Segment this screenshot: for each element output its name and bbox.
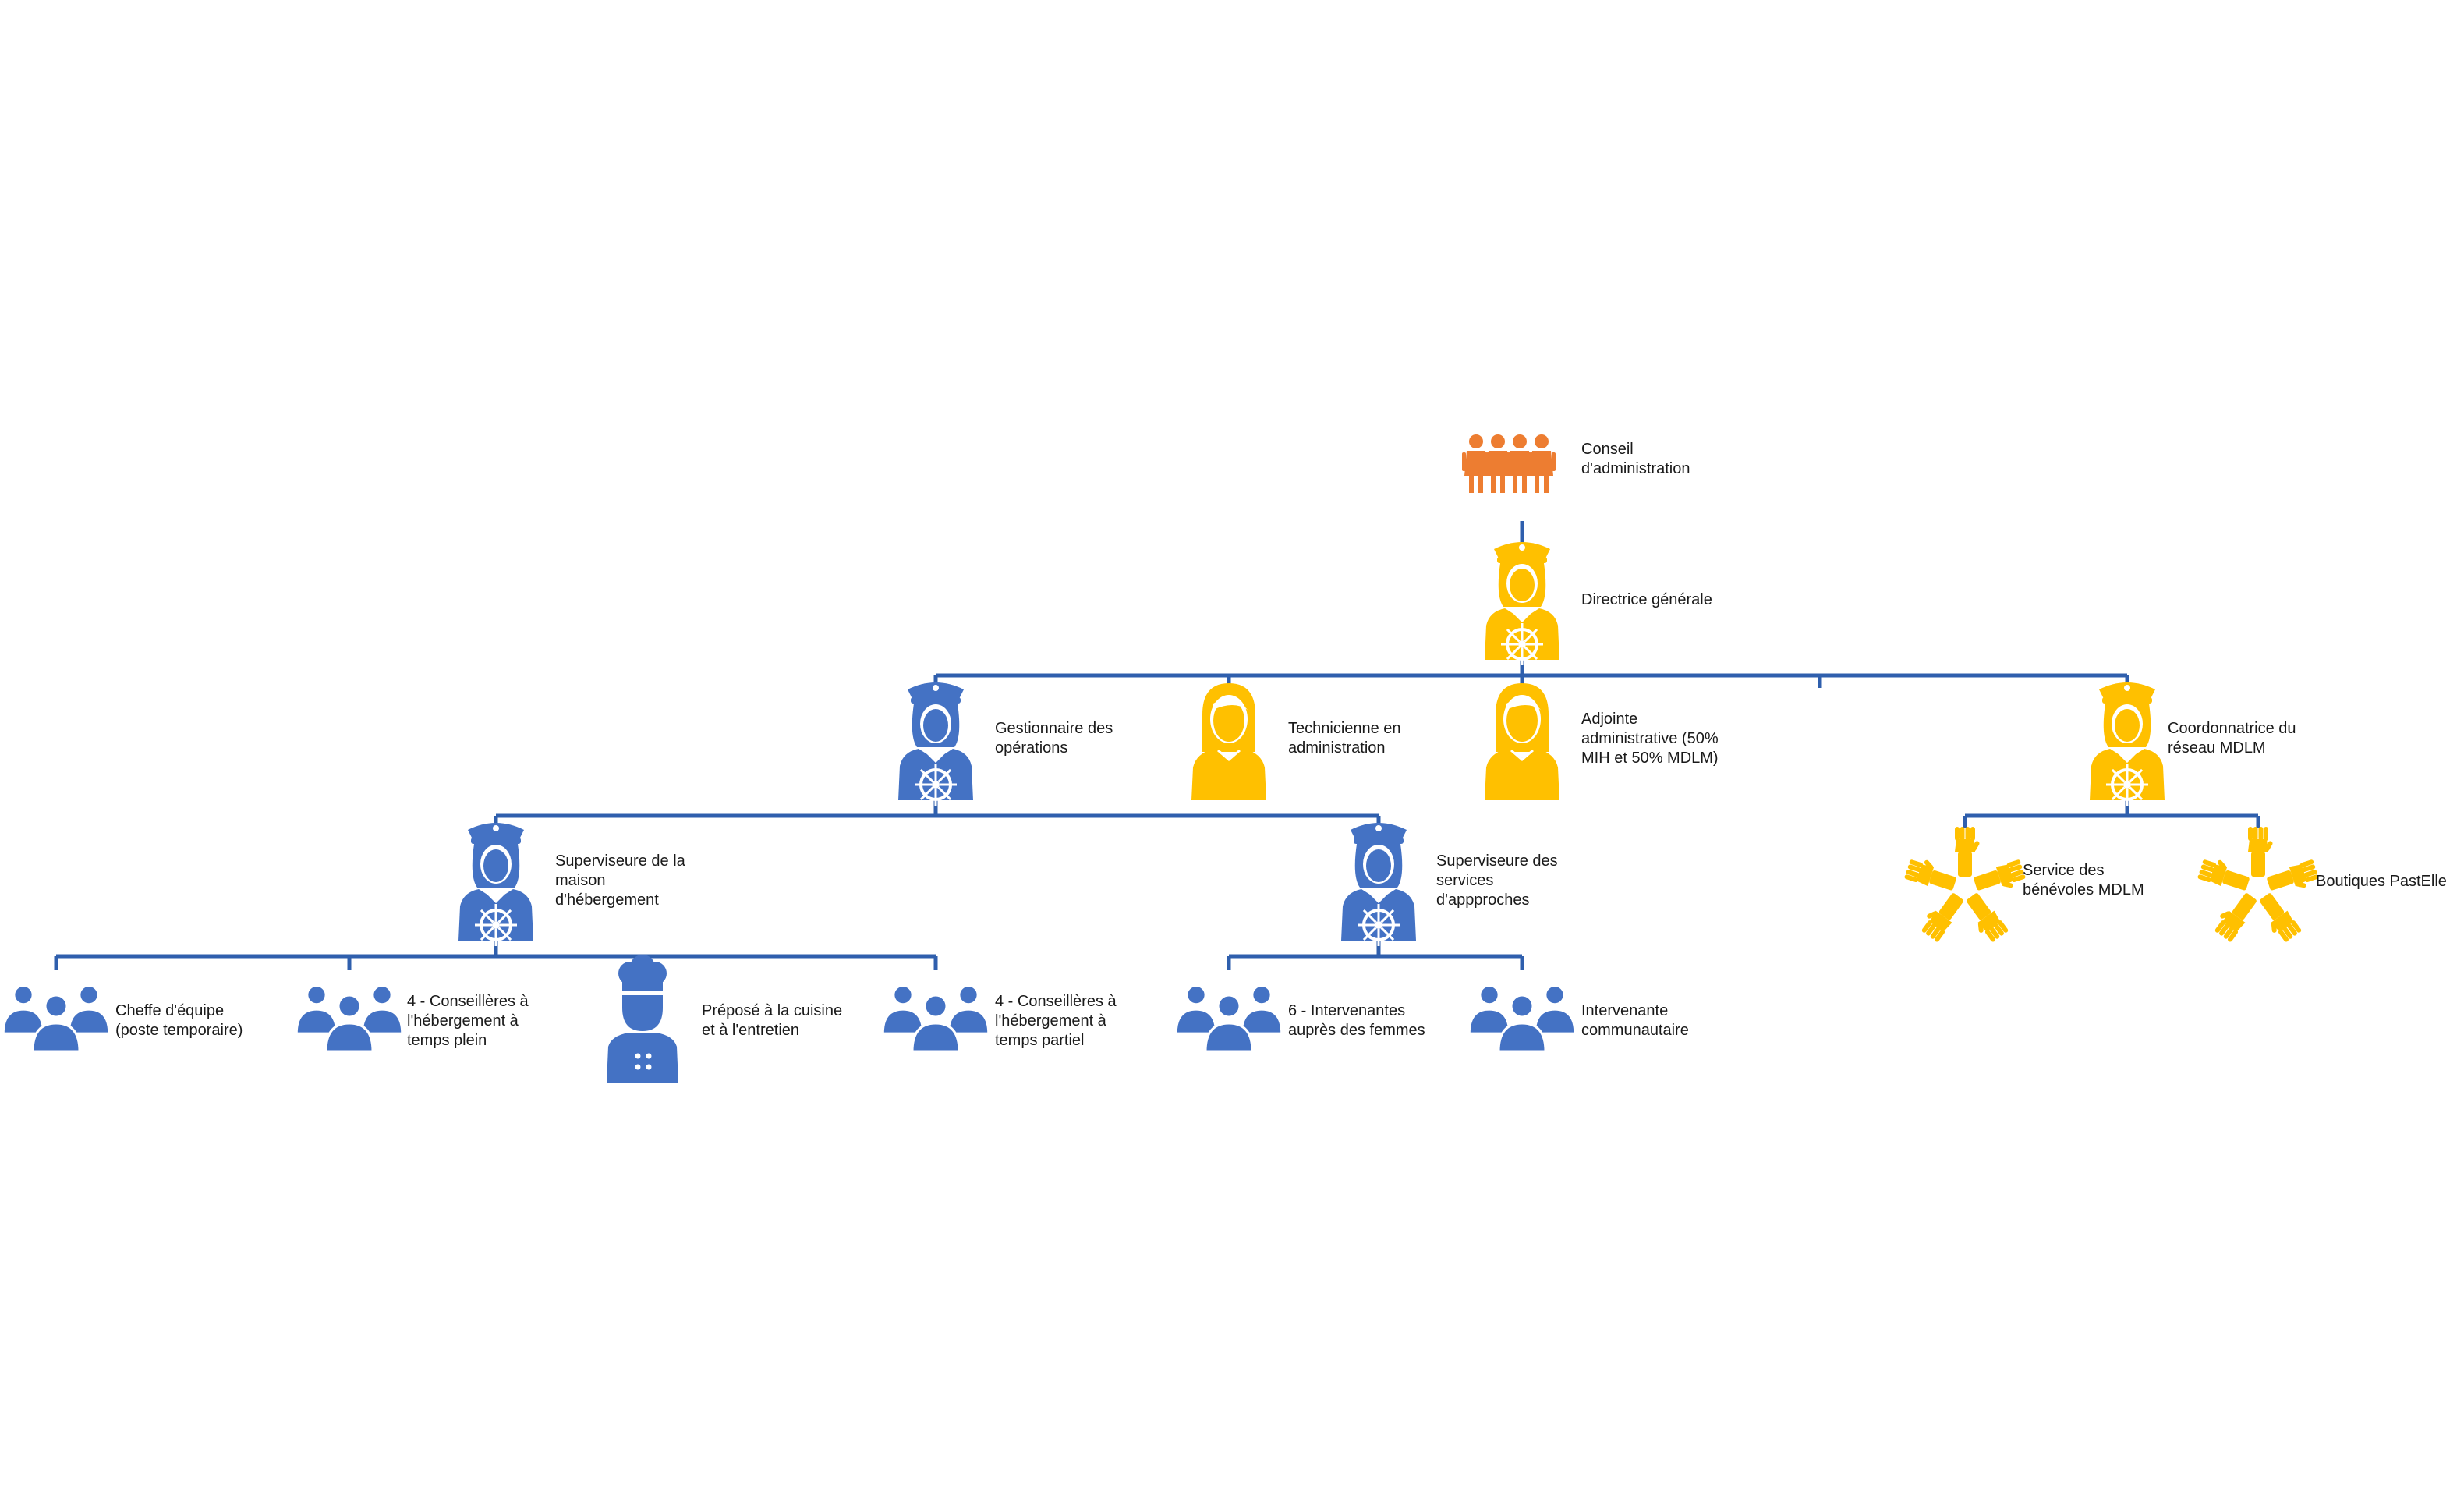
node-label-line: Service des (2023, 862, 2105, 879)
node-label-line: d'appproches (1436, 891, 1529, 909)
node-label-line: Boutiques PastElle (2316, 873, 2447, 890)
org-node-cheffe: Cheffe d'équipe (poste temporaire) (2, 984, 243, 1053)
node-label-line: Adjointe (1581, 711, 1637, 728)
node-label-line: communautaire (1581, 1022, 1689, 1039)
node-label-line: Cheffe d'équipe (115, 1002, 224, 1019)
node-label-line: l'hébergement à (407, 1012, 519, 1030)
org-node-superviseure-services: Superviseure des services d'appproches (1341, 823, 1558, 946)
team-group-icon (296, 984, 403, 1053)
org-node-benevoles: Service des bénévoles MDLM (1904, 827, 2144, 942)
node-label-benevoles: Service des bénévoles MDLM (2023, 862, 2144, 898)
node-label-conseilleres-partiel: 4 - Conseillères à l'hébergement à temps p… (995, 993, 1117, 1049)
node-label-superviseure-services: Superviseure des services d'appproches (1436, 852, 1558, 909)
node-label-gestionnaire: Gestionnaire des opérations (995, 720, 1113, 757)
node-label-cheffe: Cheffe d'équipe (poste temporaire) (115, 1002, 243, 1039)
node-label-line: Superviseure de la (555, 852, 686, 870)
node-label-line: Intervenante (1581, 1002, 1668, 1019)
captain-woman-icon (1485, 542, 1559, 665)
org-node-intervenantes: 6 - Intervenantes auprès des femmes (1175, 984, 1425, 1053)
node-label-line: 4 - Conseillères à (407, 993, 529, 1010)
org-node-conseilleres-plein: 4 - Conseillères à l'hébergement à temps p… (296, 984, 529, 1053)
captain-woman-icon (898, 682, 973, 806)
node-label-line: Coordonnatrice du (2168, 720, 2296, 737)
team-group-icon (882, 984, 989, 1053)
woman-icon (1191, 683, 1266, 800)
node-label-prepose: Préposé à la cuisine et à l'entretien (702, 1002, 842, 1039)
node-label-line: administrative (50% (1581, 730, 1719, 747)
node-label-line: d'administration (1581, 460, 1690, 477)
org-node-superviseure-maison: Superviseure de la maison d'hébergement (458, 823, 686, 946)
captain-woman-icon (2090, 682, 2165, 806)
node-label-line: bénévoles MDLM (2023, 881, 2144, 898)
node-label-line: Directrice générale (1581, 591, 1712, 608)
node-label-line: opérations (995, 739, 1067, 757)
team-group-icon (1468, 984, 1576, 1053)
org-node-conseil: Conseil d'administration (1462, 434, 1690, 493)
org-node-coordonnatrice: Coordonnatrice du réseau MDLM (2090, 682, 2296, 806)
node-label-line: maison (555, 872, 605, 889)
woman-icon (1485, 683, 1559, 800)
node-label-intervenantes: 6 - Intervenantes auprès des femmes (1288, 1002, 1425, 1039)
node-label-line: 4 - Conseillères à (995, 993, 1117, 1010)
node-label-line: services (1436, 872, 1493, 889)
org-node-gestionnaire: Gestionnaire des opérations (898, 682, 1113, 806)
node-label-line: MIH et 50% MDLM) (1581, 750, 1719, 767)
team-group-icon (2, 984, 110, 1053)
node-label-line: Superviseure des (1436, 852, 1558, 870)
node-label-superviseure-maison: Superviseure de la maison d'hébergement (555, 852, 686, 909)
node-label-line: temps partiel (995, 1032, 1085, 1049)
node-label-line: (poste temporaire) (115, 1022, 243, 1039)
org-node-conseilleres-partiel: 4 - Conseillères à l'hébergement à temps p… (882, 984, 1117, 1053)
node-label-line: Préposé à la cuisine (702, 1002, 842, 1019)
node-label-directrice: Directrice générale (1581, 591, 1712, 608)
node-label-line: administration (1288, 739, 1386, 757)
org-node-technicienne: Technicienne en administration (1191, 683, 1401, 800)
node-label-line: temps plein (407, 1032, 487, 1049)
node-label-intervenante-comm: Intervenante communautaire (1581, 1002, 1689, 1039)
node-label-line: réseau MDLM (2168, 739, 2266, 757)
node-label-line: Gestionnaire des (995, 720, 1113, 737)
node-label-conseilleres-plein: 4 - Conseillères à l'hébergement à temps p… (407, 993, 529, 1049)
node-label-line: l'hébergement à (995, 1012, 1107, 1030)
org-node-directrice: Directrice générale (1485, 542, 1712, 665)
board-group-icon (1462, 434, 1556, 493)
node-label-adjointe: Adjointe administrative (50% MIH et 50% MD… (1581, 711, 1719, 767)
captain-woman-icon (1341, 823, 1416, 946)
node-label-technicienne: Technicienne en administration (1288, 720, 1401, 757)
team-group-icon (1175, 984, 1283, 1053)
node-label-boutiques: Boutiques PastElle (2316, 873, 2447, 890)
node-label-line: d'hébergement (555, 891, 659, 909)
node-label-line: Technicienne en (1288, 720, 1401, 737)
hands-circle-icon (2197, 827, 2319, 942)
node-label-conseil: Conseil d'administration (1581, 441, 1690, 477)
node-label-line: 6 - Intervenantes (1288, 1002, 1405, 1019)
org-node-adjointe: Adjointe administrative (50% MIH et 50% MD… (1485, 683, 1719, 800)
chef-icon (607, 955, 678, 1083)
org-chart-connectors (54, 521, 2260, 970)
org-node-boutiques: Boutiques PastElle (2197, 827, 2447, 942)
node-label-line: auprès des femmes (1288, 1022, 1425, 1039)
captain-woman-icon (458, 823, 533, 946)
node-label-line: Conseil (1581, 441, 1634, 458)
org-node-intervenante-comm: Intervenante communautaire (1468, 984, 1689, 1053)
node-label-coordonnatrice: Coordonnatrice du réseau MDLM (2168, 720, 2296, 757)
node-label-line: et à l'entretien (702, 1022, 799, 1039)
org-node-prepose: Préposé à la cuisine et à l'entretien (607, 955, 842, 1083)
hands-circle-icon (1904, 827, 2026, 942)
